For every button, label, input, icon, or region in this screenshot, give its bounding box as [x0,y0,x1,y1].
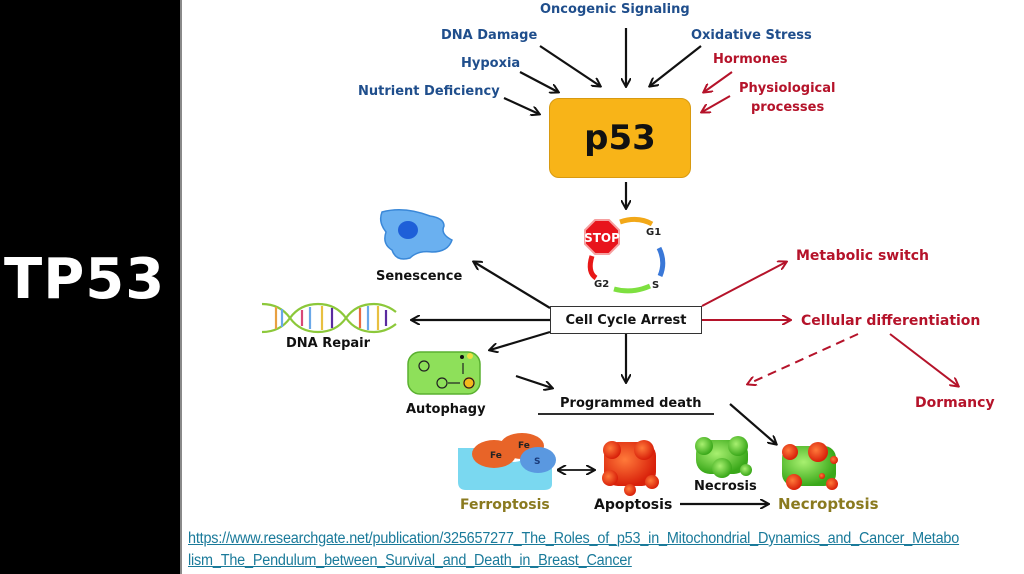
p53-node: p53 [549,98,691,178]
cycle-arc-green [613,283,652,294]
arrow-physiological [702,95,731,112]
label-cellular-differentiation: Cellular differentiation [801,313,981,329]
cycle-arc-red [587,255,598,281]
arrow-to-autophagy [490,330,551,350]
slide-sidebar: TP53 [0,0,180,574]
arrow-death-to-necroptosis [729,403,776,444]
dna-helix-icon [261,302,397,334]
arrow-dna-damage [539,45,600,86]
arrow-oxidative [650,45,702,86]
ferroptosis-fe-1: Fe [490,451,502,461]
label-hypoxia: Hypoxia [461,56,521,71]
label-ferroptosis: Ferroptosis [460,497,550,513]
arrow-hormones [704,71,733,92]
ferroptosis-s: S [534,457,540,467]
label-dna-repair: DNA Repair [286,336,371,351]
label-physiological-2: processes [751,100,825,115]
label-necrosis: Necrosis [694,479,757,494]
label-oxidative-stress: Oxidative Stress [691,28,812,43]
cycle-arc-blue [656,246,666,277]
phase-g1: G1 [646,227,661,238]
diagram-arrows: STOP G1 S G2 [261,28,1024,520]
cell-cycle-graphic: STOP G1 S G2 [584,216,666,294]
arrow-hypoxia [519,71,558,92]
arrow-to-metabolic-switch [701,262,786,307]
label-programmed-death: Programmed death [560,396,702,411]
sidebar-divider [180,0,182,574]
p53-pathway-diagram: STOP G1 S G2 [182,0,1024,520]
arrow-autophagy-to-death [515,374,552,388]
citation-link[interactable]: https://www.researchgate.net/publication… [188,530,960,569]
label-senescence: Senescence [376,269,463,284]
label-apoptosis: Apoptosis [594,497,673,513]
arrow-to-dormancy [889,333,958,386]
arrow-to-senescence [474,262,551,309]
cell-cycle-arrest-node: Cell Cycle Arrest [550,306,702,334]
cycle-arc-orange [619,216,654,227]
label-autophagy: Autophagy [406,402,486,417]
necrosis-icon [695,436,752,478]
label-oncogenic-signaling: Oncogenic Signaling [540,2,690,17]
arrow-nutrient [503,96,539,114]
label-metabolic-switch: Metabolic switch [796,248,929,264]
label-dna-damage: DNA Damage [441,28,538,43]
senescence-cell-icon [379,209,453,260]
phase-s: S [652,280,659,291]
autophagy-icon [407,351,481,395]
slide-title: TP53 [4,247,166,312]
necroptosis-icon [782,442,838,490]
ferroptosis-fe-2: Fe [518,441,530,451]
ferroptosis-icon: Fe Fe S [458,433,556,490]
label-physiological-1: Physiological [739,81,836,96]
label-nutrient-deficiency: Nutrient Deficiency [358,84,500,99]
label-necroptosis: Necroptosis [778,495,879,513]
arrow-differentiation-to-death [748,333,859,384]
stop-sign-text: STOP [584,231,620,245]
stimulus-arrows [503,28,733,114]
apoptosis-icon [602,440,659,496]
label-hormones: Hormones [713,52,788,67]
cell-cycle-arrest-label: Cell Cycle Arrest [565,312,687,328]
p53-label: p53 [584,118,656,158]
stop-sign-icon [584,219,620,255]
label-dormancy: Dormancy [915,395,995,411]
phase-g2: G2 [594,279,609,290]
